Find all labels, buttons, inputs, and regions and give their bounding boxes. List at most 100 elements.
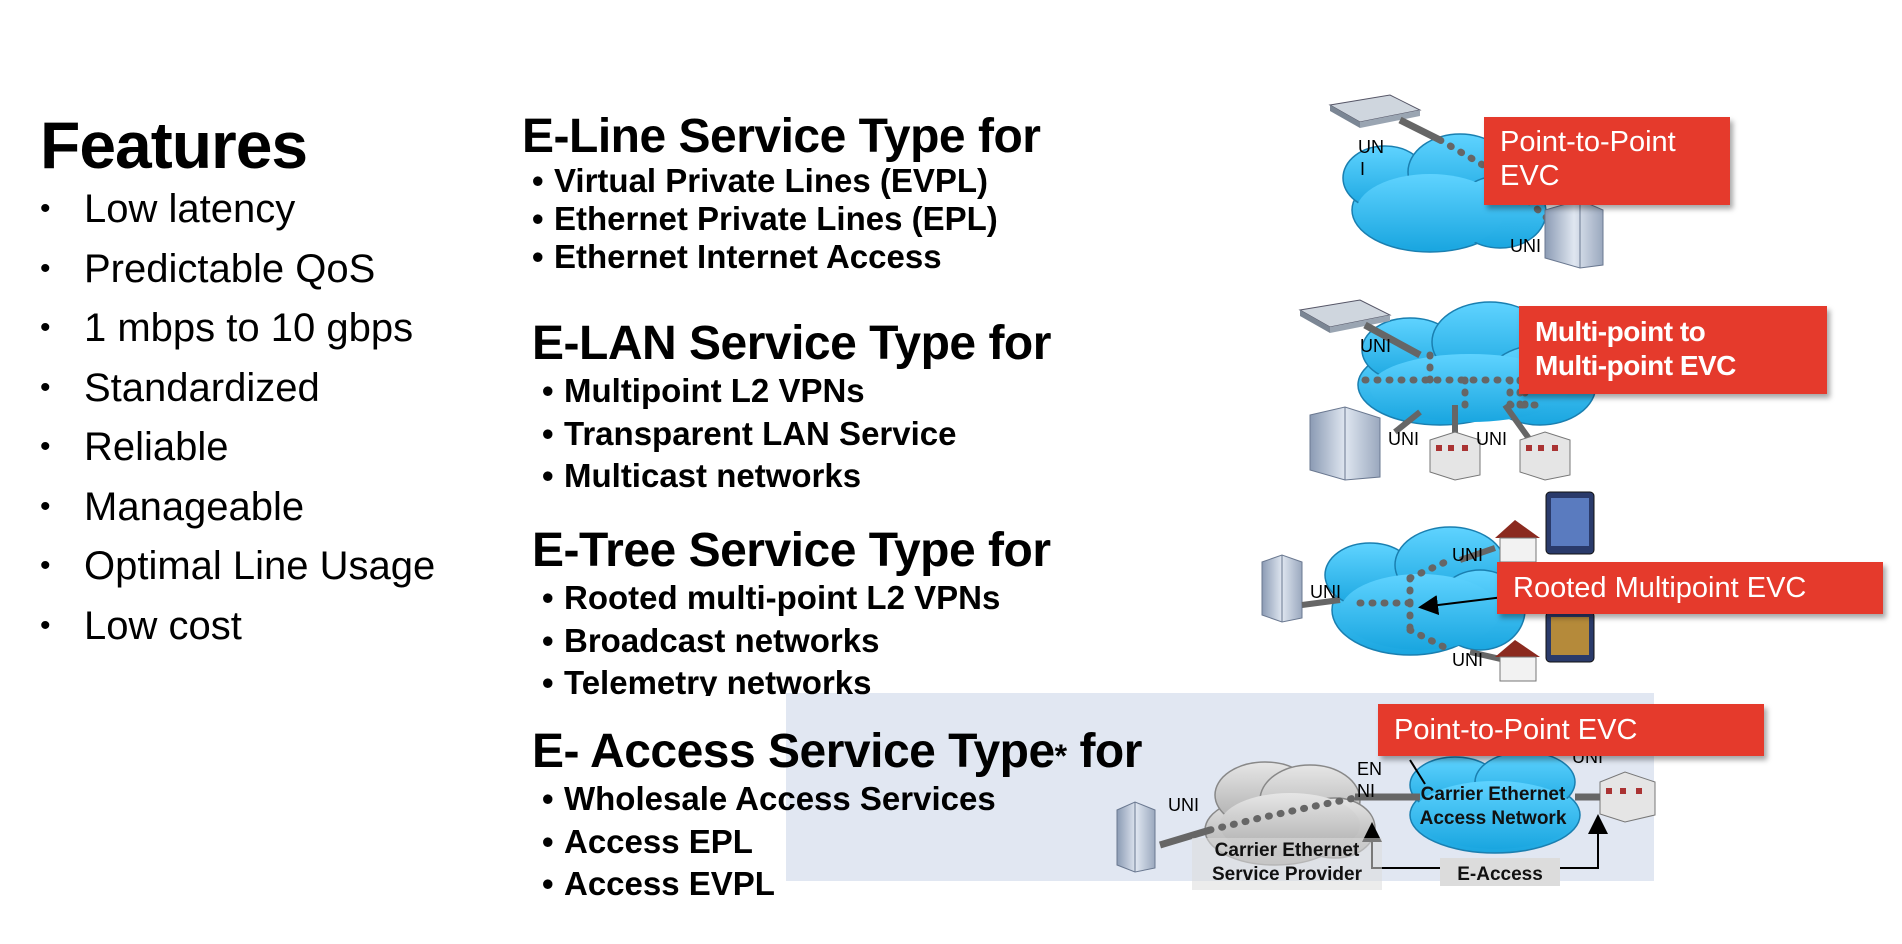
eaccess-title-text: E- Access Service Type: [532, 725, 1055, 778]
feature-text: Standardized: [84, 365, 320, 410]
feature-text: Low cost: [84, 603, 242, 648]
list-item: • Telemetry networks: [542, 662, 1000, 696]
item-text: Transparent LAN Service: [564, 414, 957, 452]
list-item: • Access EVPL: [542, 863, 996, 906]
bullet: •: [542, 865, 554, 902]
cloud-icon: [1409, 751, 1581, 854]
list-item: • Low latency: [40, 186, 435, 246]
enni-label: EN: [1357, 759, 1382, 779]
eline-title: E-Line Service Type for: [522, 110, 1041, 163]
eaccess-label: E-Access: [1457, 864, 1543, 885]
provider-label: Carrier Ethernet: [1215, 840, 1360, 861]
callout-text: EVC: [1500, 160, 1560, 192]
house-icon: [1495, 520, 1540, 563]
callout-multipoint: Multi-point to Multi-point EVC: [1519, 306, 1827, 394]
elan-title: E-LAN Service Type for: [532, 317, 1051, 370]
item-text: Wholesale Access Services: [564, 780, 996, 817]
etree-title: E-Tree Service Type for: [532, 524, 1051, 577]
enni-label: NI: [1357, 781, 1375, 801]
uni-label: UNI: [1388, 429, 1419, 449]
item-text: Access EPL: [564, 822, 753, 860]
etree-list: • Rooted multi-point L2 VPNs • Broadcast n…: [542, 577, 1000, 696]
uni-label: UNI: [1476, 429, 1507, 449]
bullet: •: [542, 780, 554, 817]
uni-label: UNI: [1510, 236, 1541, 256]
building-icon: [1261, 554, 1303, 623]
router-icon: [1298, 299, 1392, 333]
item-text: Ethernet Private Lines (EPL): [554, 200, 998, 237]
eaccess-title: E- Access Service Type* for: [532, 728, 1142, 776]
callout-p2p: Point-to-Point EVC: [1484, 117, 1730, 205]
uni-label: UNI: [1360, 336, 1391, 356]
eaccess-title-mark: *: [1054, 738, 1067, 774]
feature-text: Reliable: [84, 425, 229, 469]
uni-label: UNI: [1452, 545, 1483, 565]
list-item: • Multipoint L2 VPNs: [542, 370, 957, 413]
list-item: • Predictable QoS: [40, 246, 435, 306]
list-item: • Virtual Private Lines (EVPL): [532, 162, 998, 200]
bullet: •: [40, 549, 51, 582]
feature-text: Predictable QoS: [84, 246, 376, 291]
bullet: •: [542, 621, 554, 659]
bullet: •: [40, 192, 51, 225]
list-item: •Optimal Line Usage: [40, 543, 435, 603]
access-network-label: Carrier Ethernet: [1421, 784, 1566, 805]
bullet: •: [40, 430, 51, 463]
monitor-icon: [1545, 491, 1595, 555]
bullet: •: [40, 251, 51, 285]
item-text: Access EVPL: [564, 865, 775, 902]
access-network-label: Access Network: [1420, 808, 1567, 829]
uni-label: I: [1360, 159, 1365, 179]
uni-label: UNI: [1310, 582, 1341, 602]
list-item: • Reliable: [40, 424, 435, 484]
item-text: Multicast networks: [564, 457, 862, 494]
list-item: • Broadcast networks: [542, 620, 1000, 663]
uni-label: UNI: [1168, 795, 1199, 815]
item-text: Ethernet Internet Access: [554, 238, 942, 275]
building-icon: [1309, 406, 1381, 481]
uni-label: UN: [1358, 137, 1384, 157]
bullet: •: [40, 489, 51, 523]
item-text: Rooted multi-point L2 VPNs: [564, 579, 1001, 616]
list-item: •Ethernet Private Lines (EPL): [532, 200, 998, 238]
list-item: • Ethernet Internet Access: [532, 238, 998, 276]
list-item: • Manageable: [40, 484, 435, 544]
house-icon: [1495, 640, 1540, 682]
bullet: •: [542, 414, 554, 452]
building-icon: [1519, 431, 1571, 481]
item-text: Broadcast networks: [564, 621, 880, 659]
provider-label: Service Provider: [1212, 864, 1363, 885]
bullet: •: [542, 822, 554, 860]
callout-text: Point-to-Point: [1500, 126, 1676, 158]
bullet: •: [542, 664, 554, 696]
features-title: Features: [40, 108, 308, 182]
elan-list: • Multipoint L2 VPNs • Transparent LAN Ser…: [542, 370, 957, 498]
callout-access-p2p: Point-to-Point EVC: [1378, 704, 1764, 756]
list-item: • Rooted multi-point L2 VPNs: [542, 577, 1000, 620]
list-item: •1 mbps to 10 gbps: [40, 305, 435, 365]
bullet: •: [542, 372, 554, 409]
feature-text: 1 mbps to 10 gbps: [84, 306, 414, 350]
list-item: • Wholesale Access Services: [542, 778, 996, 821]
item-text: Telemetry networks: [564, 664, 872, 696]
item-text: Virtual Private Lines (EVPL): [554, 162, 989, 199]
bullet: •: [542, 457, 554, 494]
callout-text: Multi-point EVC: [1535, 350, 1736, 381]
building-icon: [1544, 199, 1604, 269]
bullet: •: [532, 238, 544, 275]
bullet: •: [542, 579, 554, 616]
eaccess-list: • Wholesale Access Services • Access EPL •…: [542, 778, 996, 906]
feature-text: Low latency: [84, 187, 296, 231]
uni-label: UNI: [1452, 650, 1483, 670]
building-icon: [1429, 431, 1481, 481]
eaccess-title-suffix: for: [1066, 725, 1142, 778]
features-list: •Low latency •Predictable QoS •1 mbps to…: [40, 186, 435, 662]
item-text: Multipoint L2 VPNs: [564, 372, 865, 409]
list-item: • Transparent LAN Service: [542, 413, 957, 456]
bullet: •: [532, 162, 544, 199]
feature-text: Manageable: [84, 484, 305, 529]
building-icon: [1599, 771, 1656, 823]
rooted-diagram: UNI UNI UNI: [1261, 491, 1595, 682]
bullet: •: [40, 370, 51, 404]
list-item: • Access EPL: [542, 821, 996, 864]
